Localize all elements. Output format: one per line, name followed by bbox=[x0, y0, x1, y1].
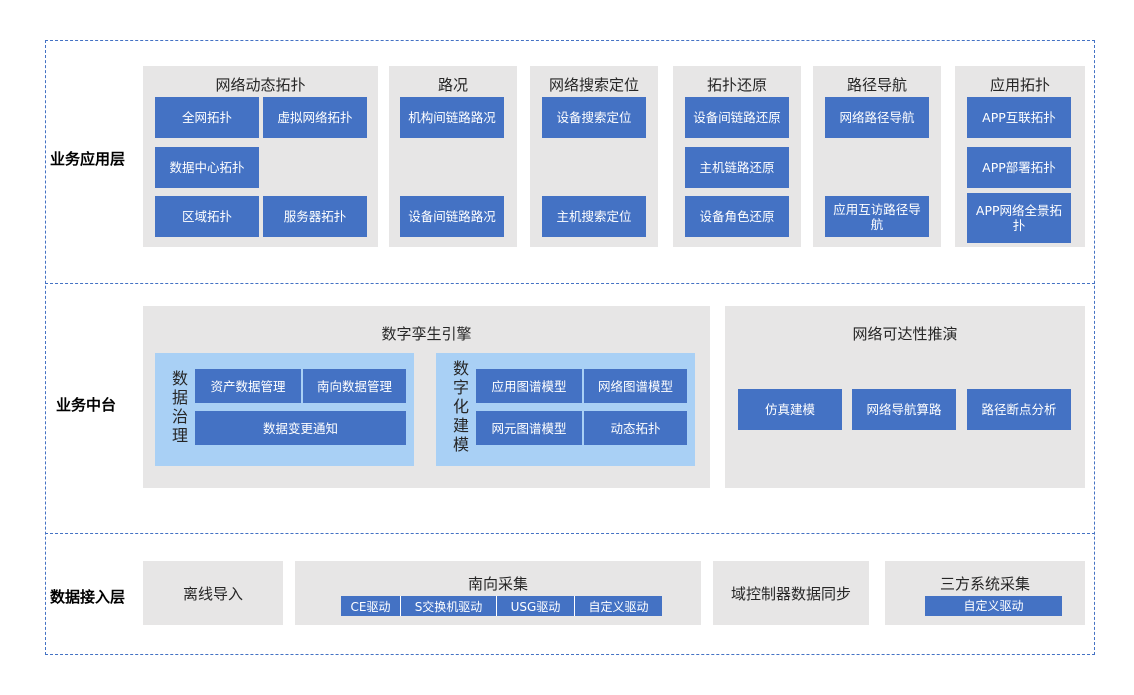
box-item: 网络图谱模型 bbox=[584, 369, 687, 403]
box-item: APP部署拓扑 bbox=[967, 147, 1071, 188]
box-item: 南向数据管理 bbox=[303, 369, 406, 403]
driver-strip: CE驱动 S交换机驱动 USG驱动 自定义驱动 bbox=[341, 596, 662, 616]
box-item: 全网拓扑 bbox=[155, 97, 259, 138]
panel-reachability: 网络可达性推演 仿真建模 网络导航算路 路径断点分析 bbox=[725, 306, 1085, 488]
box-item: 数据中心拓扑 bbox=[155, 147, 259, 188]
panel-road-condition: 路况 机构间链路路况 设备间链路路况 bbox=[389, 66, 517, 247]
panel-app-topology: 应用拓扑 APP互联拓扑 APP部署拓扑 APP网络全景拓扑 bbox=[955, 66, 1085, 247]
box-item: 数据变更通知 bbox=[195, 411, 406, 445]
box-item: 虚拟网络拓扑 bbox=[263, 97, 367, 138]
box-item: 设备间链路路况 bbox=[400, 196, 504, 237]
driver-item: USG驱动 bbox=[497, 596, 575, 616]
box-item: 网络路径导航 bbox=[825, 97, 929, 138]
box-item: 应用图谱模型 bbox=[476, 369, 582, 403]
panel-offline-import: 离线导入 bbox=[143, 561, 283, 625]
box-item: 仿真建模 bbox=[738, 389, 842, 430]
panel-third-party-collection: 三方系统采集 自定义驱动 bbox=[885, 561, 1085, 625]
vertical-label: 数字化建模 bbox=[452, 359, 469, 454]
box-item: 路径断点分析 bbox=[967, 389, 1071, 430]
subpanel-digital-modeling: 数字化建模 应用图谱模型 网络图谱模型 网元图谱模型 动态拓扑 bbox=[436, 353, 695, 466]
panel-title: 网络搜索定位 bbox=[548, 76, 639, 94]
panel-title: 域控制器数据同步 bbox=[730, 584, 851, 603]
panel-title: 三方系统采集 bbox=[939, 575, 1030, 593]
box-item: 网络导航算路 bbox=[852, 389, 956, 430]
panel-title: 网络动态拓扑 bbox=[215, 76, 306, 94]
box-item: 资产数据管理 bbox=[195, 369, 301, 403]
panel-domain-controller-sync: 域控制器数据同步 bbox=[713, 561, 869, 625]
box-item: 设备搜索定位 bbox=[542, 97, 646, 138]
driver-item: 自定义驱动 bbox=[588, 599, 649, 614]
panel-title: 拓扑还原 bbox=[706, 76, 767, 94]
layer-divider bbox=[45, 283, 1095, 284]
panel-title: 路况 bbox=[437, 76, 468, 94]
box-item: 动态拓扑 bbox=[584, 411, 687, 445]
panel-title: 路径导航 bbox=[846, 76, 907, 94]
box-item: 区域拓扑 bbox=[155, 196, 259, 237]
panel-title: 南向采集 bbox=[467, 575, 528, 593]
box-item: 设备间链路还原 bbox=[685, 97, 789, 138]
panel-digital-twin-engine: 数字孪生引擎 数据治理 资产数据管理 南向数据管理 数据变更通知 数字化建模 应… bbox=[143, 306, 710, 488]
architecture-frame bbox=[45, 40, 1095, 655]
box-item: 设备角色还原 bbox=[685, 196, 789, 237]
panel-topology-restore: 拓扑还原 设备间链路还原 主机链路还原 设备角色还原 bbox=[673, 66, 801, 247]
driver-item: S交换机驱动 bbox=[401, 596, 497, 616]
box-item: 主机搜索定位 bbox=[542, 196, 646, 237]
panel-network-topology: 网络动态拓扑 全网拓扑 虚拟网络拓扑 数据中心拓扑 区域拓扑 服务器拓扑 bbox=[143, 66, 378, 247]
layer-label-middle: 业务中台 bbox=[56, 396, 117, 414]
box-item: 应用互访路径导航 bbox=[825, 196, 929, 237]
panel-title: 应用拓扑 bbox=[989, 76, 1050, 94]
box-item: 机构间链路路况 bbox=[400, 97, 504, 138]
vertical-label: 数据治理 bbox=[171, 369, 188, 445]
box-item: 主机链路还原 bbox=[685, 147, 789, 188]
driver-item: CE驱动 bbox=[341, 596, 401, 616]
panel-title: 数字孪生引擎 bbox=[381, 325, 472, 343]
panel-title: 网络可达性推演 bbox=[852, 325, 958, 343]
layer-label-access: 数据接入层 bbox=[50, 588, 126, 606]
box-item: 网元图谱模型 bbox=[476, 411, 582, 445]
layer-label-app: 业务应用层 bbox=[50, 150, 126, 168]
subpanel-data-governance: 数据治理 资产数据管理 南向数据管理 数据变更通知 bbox=[155, 353, 414, 466]
box-item: APP网络全景拓扑 bbox=[967, 193, 1071, 243]
panel-southbound-collection: 南向采集 CE驱动 S交换机驱动 USG驱动 自定义驱动 bbox=[295, 561, 701, 625]
panel-path-navigation: 路径导航 网络路径导航 应用互访路径导航 bbox=[813, 66, 941, 247]
box-item: APP互联拓扑 bbox=[967, 97, 1071, 138]
panel-search-locate: 网络搜索定位 设备搜索定位 主机搜索定位 bbox=[530, 66, 658, 247]
layer-divider bbox=[45, 533, 1095, 534]
box-item: 服务器拓扑 bbox=[263, 196, 367, 237]
driver-item: 自定义驱动 bbox=[925, 596, 1062, 616]
panel-title: 离线导入 bbox=[182, 584, 243, 603]
